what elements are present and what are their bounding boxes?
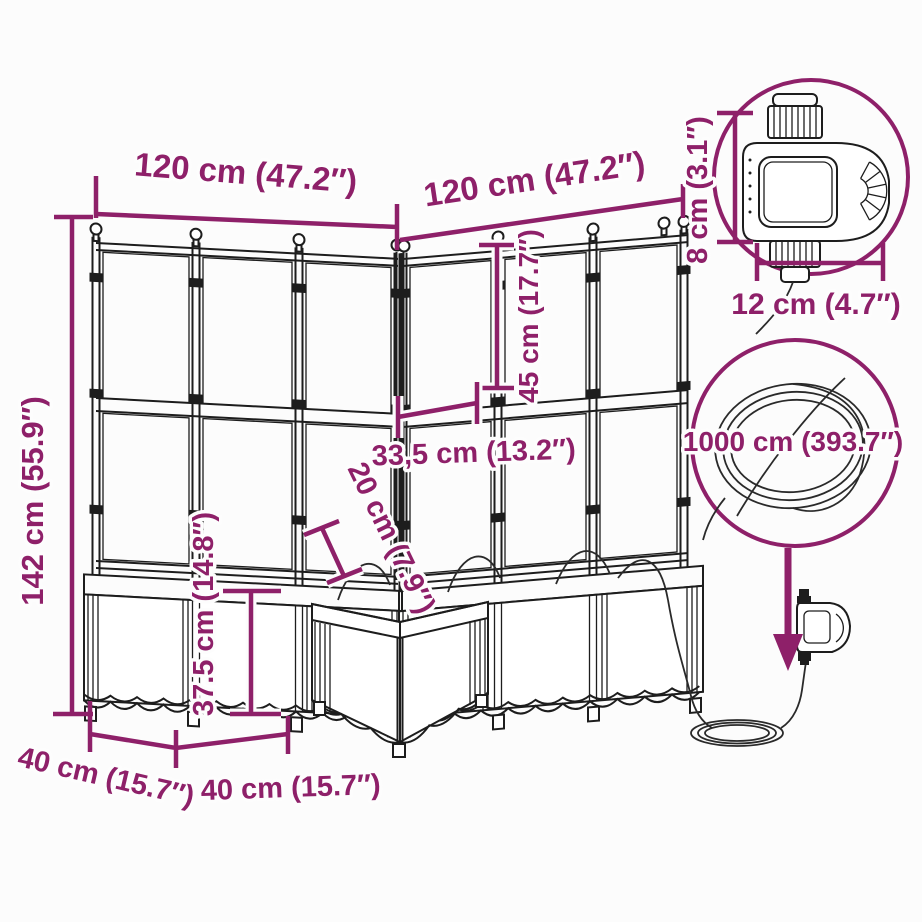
dim-line-planter-depth	[303, 518, 363, 586]
timer-dial	[860, 161, 888, 221]
arrow-down-icon	[773, 548, 803, 671]
hose-detail-circle	[690, 338, 900, 548]
trellis-posts	[89, 222, 405, 592]
dim-line-timer-width	[754, 243, 886, 281]
dim-line-top-left	[93, 176, 400, 250]
water-timer-illustration	[742, 93, 890, 335]
corner-planter-box	[311, 600, 489, 758]
hose-coil-small	[690, 661, 807, 747]
dim-line-height	[53, 214, 93, 717]
dim-label-timer-width: 12 cm (4.7″)	[731, 288, 900, 321]
dim-line-timer-height	[717, 110, 753, 245]
dim-label-total-height: 142 cm (55.9″)	[15, 396, 50, 606]
water-timer-small	[796, 589, 852, 665]
dim-line-panel-width	[395, 382, 480, 438]
dim-label-planter-height: 37.5 cm (14.8″)	[188, 512, 220, 716]
planter-trellis-drawing	[83, 214, 852, 758]
dim-label-timer-height: 8 cm (3.1″)	[682, 116, 714, 264]
dim-line-planter-height	[223, 588, 281, 717]
dim-line-top-right	[399, 184, 686, 243]
timer-detail-circle	[712, 78, 910, 335]
dimension-lines	[53, 110, 886, 768]
irrigation-tubes	[337, 550, 713, 729]
hose-coil-illustration	[702, 377, 872, 541]
dim-label-hose-length: 1000 cm (393.7″)	[683, 426, 903, 457]
dim-label-trellis-drop: 45 cm (17.7″)	[513, 229, 544, 403]
dim-line-base	[87, 701, 291, 768]
post-finials	[89, 222, 306, 253]
dim-label-base-width-front: 40 cm (15.7″)	[200, 769, 381, 807]
